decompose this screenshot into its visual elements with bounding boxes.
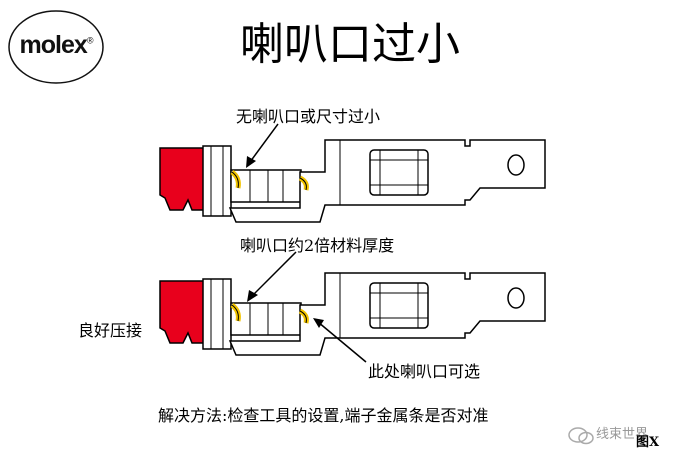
logo-text: molex® (19, 31, 94, 59)
figure-label: 图X (636, 435, 660, 450)
label-optional-bellmouth: 此处喇叭口可选 (368, 362, 481, 381)
page-title: 喇叭口过小 (240, 19, 460, 70)
watermark-text: 线束世界 (596, 427, 649, 442)
wechat-icon (568, 427, 594, 445)
label-no-bellmouth: 无喇叭口或尺寸过小 (236, 107, 381, 126)
label-bellmouth-thickness: 喇叭口约2倍材料厚度 (240, 236, 395, 255)
molex-logo (8, 10, 104, 84)
label-solution: 解决方法:检查工具的设置,端子金属条是否对准 (158, 406, 489, 425)
label-good-crimp: 良好压接 (78, 321, 143, 340)
